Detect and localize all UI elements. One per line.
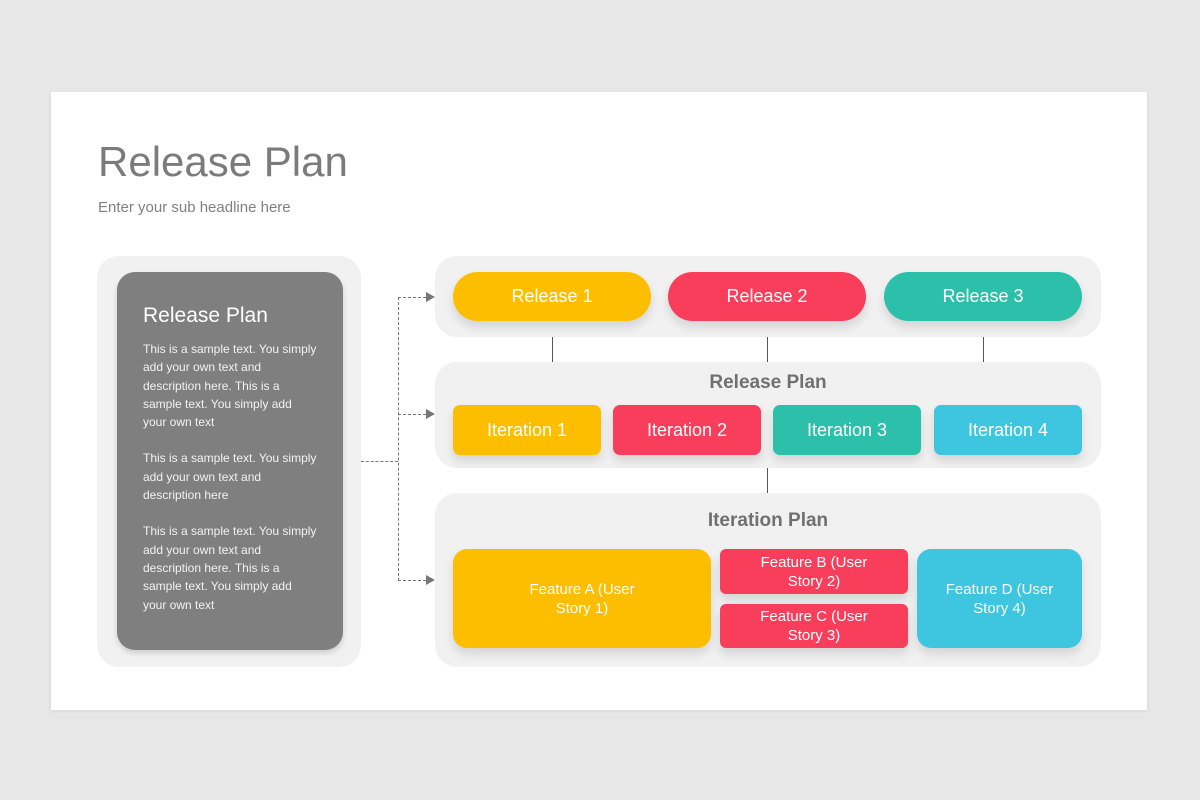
- connector-line: [983, 337, 984, 362]
- arrow-icon: [426, 409, 435, 419]
- card-paragraph: This is a sample text. You simply add yo…: [143, 342, 317, 430]
- feature-a: Feature A (User Story 1): [453, 549, 711, 648]
- release-2: Release 2: [668, 272, 866, 321]
- release-plan-title: Release Plan: [709, 372, 827, 393]
- iteration-3: Iteration 3: [773, 405, 921, 455]
- iteration-2: Iteration 2: [613, 405, 761, 455]
- connector-line: [398, 414, 426, 415]
- feature-d: Feature D (User Story 4): [917, 549, 1082, 648]
- arrow-icon: [426, 292, 435, 302]
- connector-line: [398, 580, 426, 581]
- arrow-icon: [426, 575, 435, 585]
- release-plan-card: Release Plan This is a sample text. You …: [117, 272, 343, 650]
- card-paragraph: This is a sample text. You simply add yo…: [143, 524, 317, 612]
- iteration-plan-title: Iteration Plan: [707, 510, 829, 531]
- iteration-1: Iteration 1: [453, 405, 601, 455]
- feature-c: Feature C (User Story 3): [720, 604, 908, 648]
- card-paragraph: This is a sample text. You simply add yo…: [143, 451, 317, 503]
- connector-line: [398, 297, 426, 298]
- connector-line: [361, 461, 398, 462]
- subtitle: Enter your sub headline here: [98, 199, 291, 216]
- connector-line: [767, 337, 768, 362]
- release-1: Release 1: [453, 272, 651, 321]
- feature-b: Feature B (User Story 2): [720, 549, 908, 594]
- release-3: Release 3: [884, 272, 1082, 321]
- card-heading: Release Plan: [143, 304, 268, 327]
- connector-line: [398, 297, 399, 581]
- connector-line: [552, 337, 553, 362]
- page-title: Release Plan: [98, 138, 348, 185]
- iteration-4: Iteration 4: [934, 405, 1082, 455]
- connector-line: [767, 468, 768, 493]
